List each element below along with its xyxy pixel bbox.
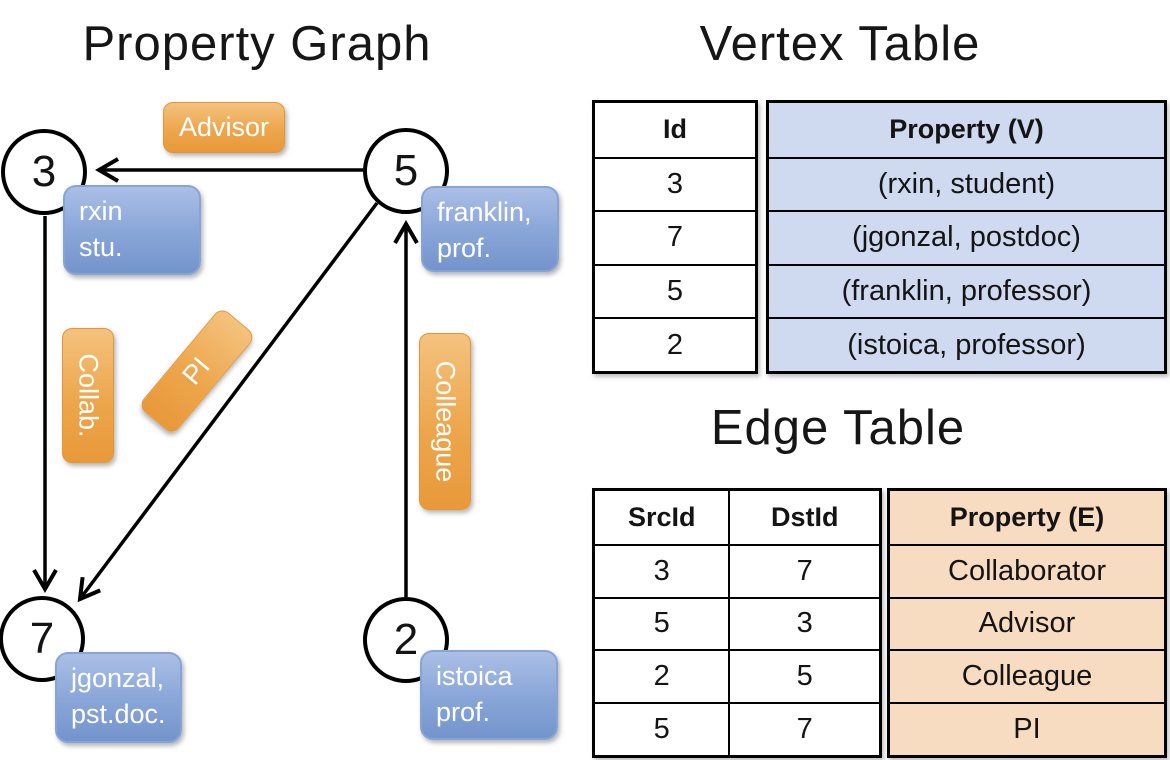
vertex-property-callout-2: istoica prof. bbox=[420, 650, 558, 740]
edge-property-cell: Advisor bbox=[890, 596, 1164, 650]
edge-label-text: Collab. bbox=[73, 353, 104, 438]
edge-src-cell: 3 bbox=[595, 543, 729, 597]
vertex-property-cell: (franklin, professor) bbox=[769, 263, 1164, 318]
edge-label-advisor: Advisor bbox=[163, 102, 285, 153]
edge-src-cell: 5 bbox=[595, 702, 729, 755]
edge-label-text: Colleague bbox=[430, 360, 461, 483]
vertex-property-line: prof. bbox=[437, 232, 492, 263]
graph-node-2: 2 bbox=[363, 597, 449, 683]
vertex-table-title: Vertex Table bbox=[699, 17, 981, 71]
node-id: 2 bbox=[393, 615, 419, 664]
vertex-property-line: franklin, bbox=[437, 197, 532, 227]
vertex-property-line: pst.doc. bbox=[71, 698, 166, 729]
vertex-property-cell: (rxin, student) bbox=[769, 156, 1164, 211]
node-id: 3 bbox=[31, 147, 57, 196]
edge-table-header-dstid: DstId bbox=[728, 491, 879, 544]
vertex-property-cell: (istoica, professor) bbox=[769, 317, 1164, 371]
edge-label-collab: Collab. bbox=[62, 328, 114, 463]
vertex-table-property-column: Property (V) (rxin, student) (jgonzal, p… bbox=[766, 100, 1167, 374]
edge-property-cell: Collaborator bbox=[890, 543, 1164, 597]
edge-table-header-srcid: SrcId bbox=[627, 501, 696, 532]
vertex-property-line: rxin bbox=[79, 196, 123, 226]
vertex-property-line: stu. bbox=[79, 231, 123, 262]
edge-table-id-columns: SrcId DstId 3 7 5 3 2 5 5 7 bbox=[592, 488, 882, 758]
edge-src-cell: 2 bbox=[595, 649, 729, 702]
edge-dst-cell: 7 bbox=[728, 543, 879, 597]
edge-label-colleague: Colleague bbox=[419, 333, 471, 510]
edge-label-text: Advisor bbox=[178, 112, 270, 142]
edge-table-header-property: Property (E) bbox=[949, 501, 1105, 532]
edge-dst-cell: 7 bbox=[728, 702, 879, 755]
vertex-property-callout-3: rxin stu. bbox=[63, 185, 201, 275]
vertex-id-cell: 3 bbox=[595, 156, 755, 211]
edge-dst-cell: 5 bbox=[728, 649, 879, 703]
vertex-id-cell: 2 bbox=[595, 317, 755, 371]
vertex-table-header-id: Id bbox=[663, 114, 687, 145]
edge-table-title: Edge Table bbox=[710, 401, 966, 455]
vertex-property-line: istoica bbox=[436, 661, 513, 691]
edge-label-text: PI bbox=[176, 351, 217, 391]
vertex-id-cell: 7 bbox=[595, 210, 755, 264]
vertex-property-callout-7: jgonzal, pst.doc. bbox=[55, 652, 182, 743]
vertex-table-id-column: Id 3 7 5 2 bbox=[592, 100, 758, 374]
vertex-table-header-property: Property (V) bbox=[889, 114, 1044, 145]
edge-table-property-column: Property (E) Collaborator Advisor Collea… bbox=[887, 488, 1167, 758]
edge-arrow-pi-5-to-7 bbox=[77, 201, 379, 603]
graph-node-5: 5 bbox=[363, 128, 449, 214]
vertex-property-callout-5: franklin, prof. bbox=[421, 186, 559, 272]
vertex-property-line: prof. bbox=[436, 696, 491, 727]
edge-src-cell: 5 bbox=[595, 596, 729, 650]
vertex-property-cell: (jgonzal, postdoc) bbox=[769, 210, 1164, 264]
graph-edges-layer bbox=[32, 157, 419, 603]
edge-property-cell: PI bbox=[890, 702, 1164, 755]
vertex-property-line: jgonzal, bbox=[71, 663, 165, 693]
vertex-id-cell: 5 bbox=[595, 263, 755, 318]
node-id: 7 bbox=[29, 614, 55, 663]
edge-property-cell: Colleague bbox=[890, 649, 1164, 702]
node-id: 5 bbox=[393, 146, 419, 195]
property-graph-title: Property Graph bbox=[82, 17, 432, 71]
edge-dst-cell: 3 bbox=[728, 596, 879, 650]
